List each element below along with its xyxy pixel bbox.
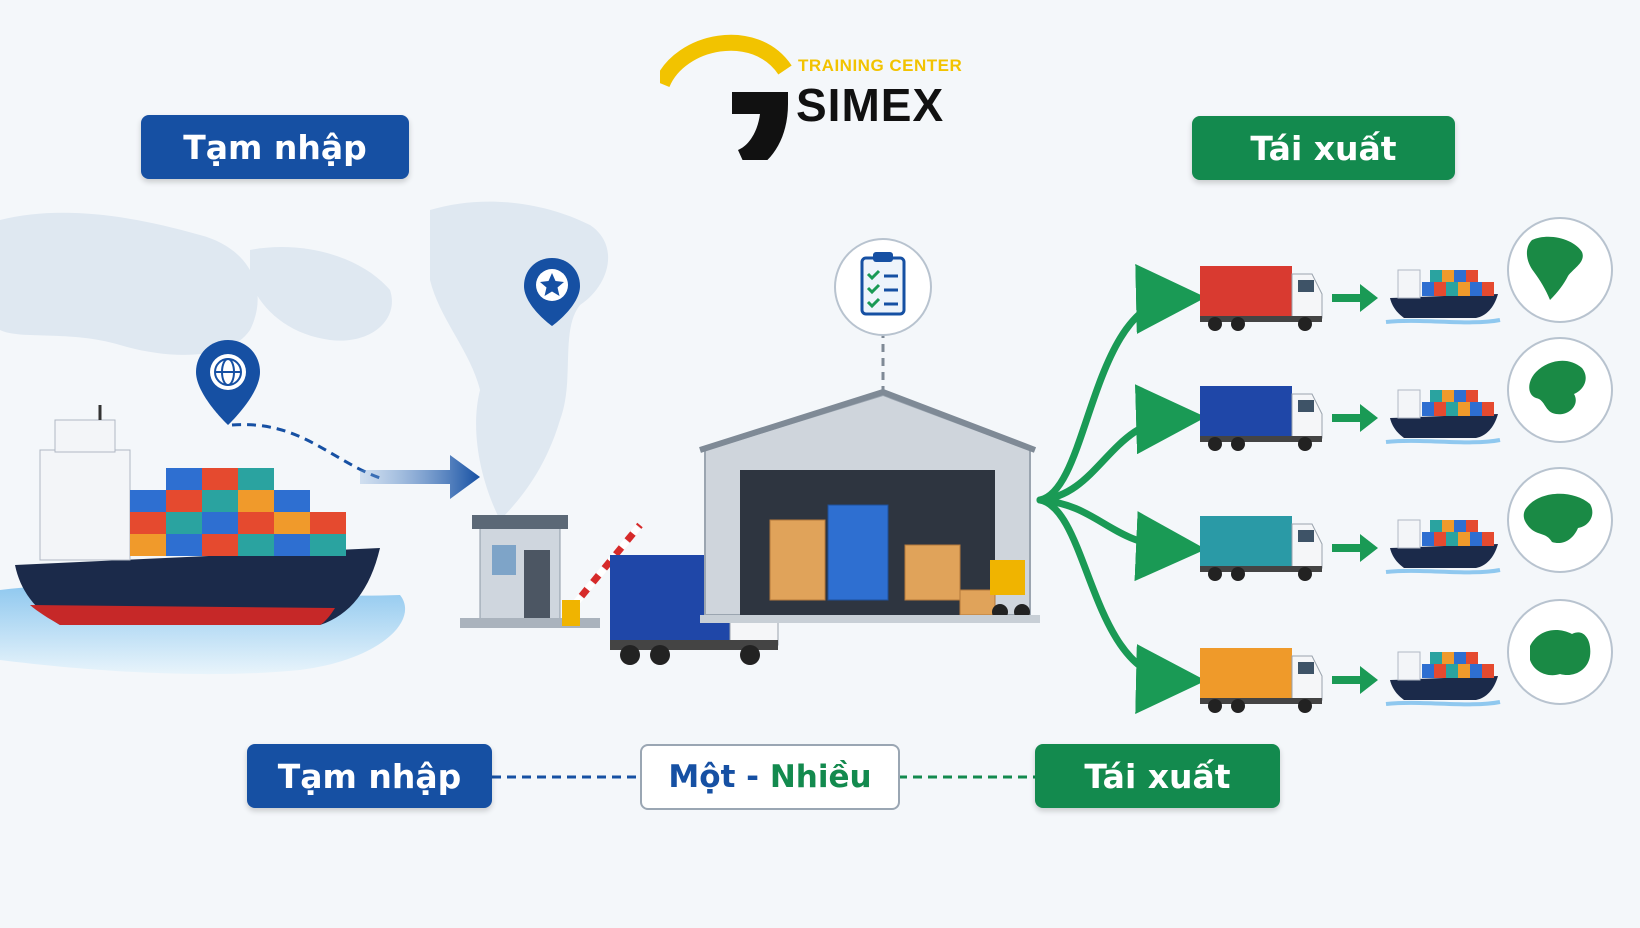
bottom-label-one-many: Một - Nhiều xyxy=(640,744,900,810)
separator-text: - xyxy=(735,759,769,795)
many-text: Nhiều xyxy=(770,759,872,795)
one-text: Một xyxy=(668,759,735,795)
bottom-label-temporary-import: Tạm nhập xyxy=(247,744,492,808)
bottom-label-re-export: Tái xuất xyxy=(1035,744,1280,808)
